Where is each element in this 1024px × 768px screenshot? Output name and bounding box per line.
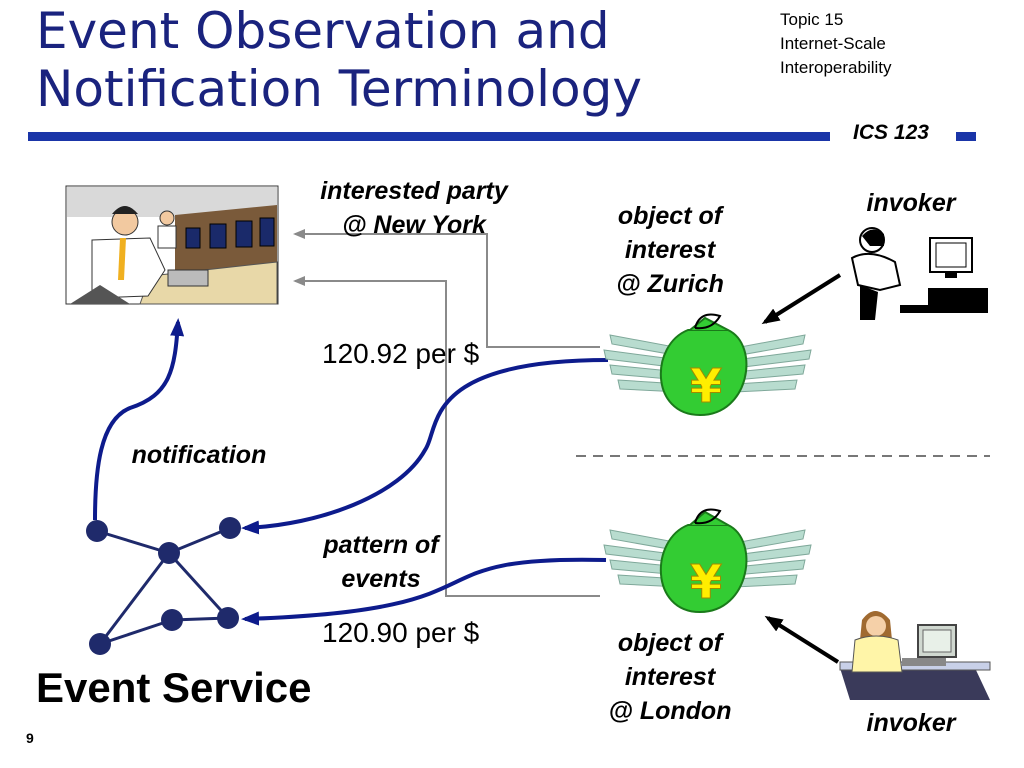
object-of-interest-zurich-label: object of interest @ Zurich — [586, 199, 754, 301]
object-london-line-1: object of — [617, 629, 723, 657]
network-node — [86, 520, 108, 542]
computer-user-icon — [839, 611, 991, 700]
notification-label: notification — [131, 441, 267, 469]
object-zurich-line-2: interest — [624, 236, 716, 264]
object-of-interest-london-label: object of interest @ London — [586, 626, 754, 728]
object-zurich-line-1: object of — [617, 202, 723, 230]
invoker-arrows — [761, 273, 842, 664]
svg-text:¥: ¥ — [690, 555, 722, 609]
rate-zurich: 120.92 per $ — [322, 338, 480, 369]
invoker-bottom-label: invoker — [866, 709, 956, 737]
slide-title-line-1: Event Observation and — [36, 2, 610, 60]
header-rule-end — [956, 132, 976, 141]
object-zurich-line-3: @ Zurich — [616, 270, 724, 298]
event-service-nodes — [86, 517, 241, 655]
interested-party-line-1: interested party — [320, 177, 508, 205]
network-node — [89, 633, 111, 655]
topic-line-2: Internet-Scale — [780, 34, 886, 53]
money-bag-yen-icon: ¥ — [603, 508, 812, 614]
pattern-line-1: pattern of — [323, 531, 439, 559]
network-node — [219, 517, 241, 539]
svg-text:¥: ¥ — [690, 359, 722, 413]
interested-party-label: interested party @ New York — [286, 174, 542, 242]
slide-title: Event Observation and Notification Termi… — [36, 2, 756, 118]
event-service-label: Event Service — [36, 664, 312, 711]
money-bag-yen-icon: ¥ — [603, 313, 812, 417]
pattern-of-events-label: pattern of events — [296, 528, 466, 596]
notification-arrows — [93, 318, 609, 626]
topic-line-1: Topic 15 — [780, 10, 844, 29]
network-node — [161, 609, 183, 631]
header-rule — [28, 132, 830, 141]
invoker-top-label: invoker — [866, 189, 956, 217]
network-node — [158, 542, 180, 564]
course-code: ICS 123 — [853, 121, 929, 144]
page-number: 9 — [26, 730, 34, 746]
network-node — [217, 607, 239, 629]
trader-office-illustration — [65, 185, 279, 305]
topic-header: Topic 15 Internet-Scale Interoperability — [780, 8, 1020, 80]
computer-user-icon — [850, 227, 988, 320]
object-london-line-3: @ London — [608, 697, 732, 725]
object-london-line-2: interest — [624, 663, 716, 691]
interested-party-line-2: @ New York — [342, 211, 486, 239]
slide-title-line-2: Notification Terminology — [36, 60, 642, 118]
gray-connector-lines — [293, 229, 600, 597]
topic-line-3: Interoperability — [780, 58, 892, 77]
rate-london: 120.90 per $ — [322, 617, 480, 648]
pattern-line-2: events — [341, 565, 421, 593]
